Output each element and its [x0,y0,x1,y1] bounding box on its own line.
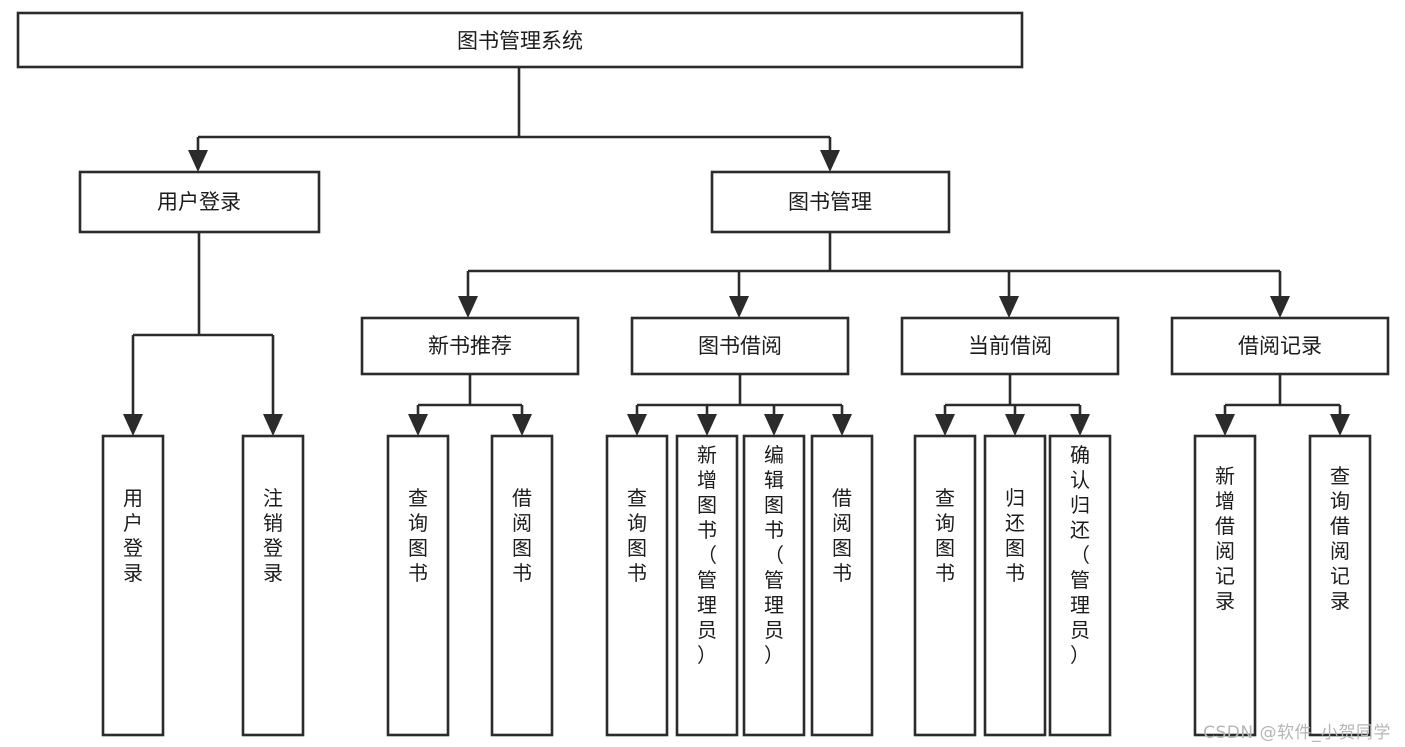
connector-group-book-manage [458,232,1290,318]
arrow-head-icon [1330,414,1350,436]
arrow-head-icon [832,414,852,436]
arrow-head-icon [820,150,840,172]
arrow-head-icon [123,414,143,436]
leaf-node-records-add[interactable]: 新增借阅记录 [1193,434,1257,737]
arrow-head-icon [263,414,283,436]
leaf-node-bookborrow-add[interactable]: 新增图书（管理员） [675,434,739,737]
node-label: 当前借阅 [968,334,1052,358]
node-label-vertical: 确认归还（管理员） [1070,443,1090,667]
node-box [241,434,305,737]
connector-group-current-borrow [935,374,1090,436]
node-label-vertical: 新增借阅记录 [1215,464,1235,613]
node-box [1048,434,1112,737]
arrow-head-icon [512,414,532,436]
connector-group-root [188,67,840,172]
node-box [360,316,580,376]
node-label-vertical: 新增图书（管理员） [697,443,717,667]
node-label-vertical: 查询图书 [627,486,647,585]
arrow-head-icon [1215,414,1235,436]
node-book-management[interactable]: 图书管理 [710,170,951,234]
leaf-node-bookborrow-edit[interactable]: 编辑图书（管理员） [742,434,806,737]
node-new-book-recommend[interactable]: 新书推荐 [360,316,580,376]
leaf-node-newbook-borrow[interactable]: 借阅图书 [490,434,554,737]
node-label: 图书借阅 [698,334,782,358]
node-label-vertical: 注销登录 [263,486,283,585]
node-label: 用户登录 [157,190,241,214]
leaf-node-bookborrow-borrow[interactable]: 借阅图书 [810,434,874,737]
node-box [675,434,739,737]
leaf-node-user-login-logout[interactable]: 注销登录 [241,434,305,737]
arrow-head-icon [1005,414,1025,436]
node-label-vertical: 借阅图书 [832,486,852,585]
arrow-head-icon [1070,414,1090,436]
leaf-node-user-login-login[interactable]: 用户登录 [101,434,165,737]
node-label-vertical: 查询图书 [408,486,428,585]
node-label-vertical: 用户登录 [123,486,143,585]
node-box [386,434,450,737]
connector-group-book-borrow [627,374,852,436]
leaf-node-bookborrow-query[interactable]: 查询图书 [605,434,669,737]
node-label-vertical: 查询图书 [935,486,955,585]
node-label-vertical: 编辑图书（管理员） [764,443,784,667]
node-label-vertical: 归还图书 [1005,486,1025,585]
node-borrow-records[interactable]: 借阅记录 [1170,316,1390,376]
arrow-head-icon [188,150,208,172]
connector-group-new-book [408,374,532,436]
leaf-node-newbook-query[interactable]: 查询图书 [386,434,450,737]
node-box [710,170,951,234]
arrow-head-icon [408,414,428,436]
node-label: 新书推荐 [428,334,512,358]
node-box [1170,316,1390,376]
node-box [605,434,669,737]
arrow-head-icon [458,296,478,318]
leaf-node-currentborrow-query[interactable]: 查询图书 [913,434,977,737]
node-box [1308,434,1372,737]
node-box [900,316,1120,376]
node-user-login[interactable]: 用户登录 [78,170,321,234]
arrow-head-icon [935,414,955,436]
arrow-head-icon [627,414,647,436]
leaf-node-records-query[interactable]: 查询借阅记录 [1308,434,1372,737]
node-label: 借阅记录 [1238,334,1322,358]
arrow-head-icon [697,414,717,436]
arrow-head-icon [999,296,1019,318]
node-root-system[interactable]: 图书管理系统 [16,11,1024,69]
node-box [101,434,165,737]
node-book-borrow[interactable]: 图书借阅 [630,316,850,376]
node-box [630,316,850,376]
connector-group-borrow-records [1215,374,1350,436]
leaf-node-currentborrow-return[interactable]: 归还图书 [983,434,1047,737]
arrow-head-icon [764,414,784,436]
node-box [490,434,554,737]
arrow-head-icon [729,296,749,318]
leaf-node-currentborrow-confirm[interactable]: 确认归还（管理员） [1048,434,1112,737]
node-box [810,434,874,737]
node-label: 图书管理系统 [457,29,583,53]
node-box [78,170,321,234]
node-label-vertical: 查询借阅记录 [1330,464,1350,613]
node-box [1193,434,1257,737]
node-label-vertical: 借阅图书 [512,486,532,585]
node-box [913,434,977,737]
node-box [742,434,806,737]
node-box [983,434,1047,737]
node-label: 图书管理 [788,190,872,214]
node-box [16,11,1024,69]
connector-group-user-login [123,232,283,436]
arrow-head-icon [1270,296,1290,318]
node-current-borrow[interactable]: 当前借阅 [900,316,1120,376]
